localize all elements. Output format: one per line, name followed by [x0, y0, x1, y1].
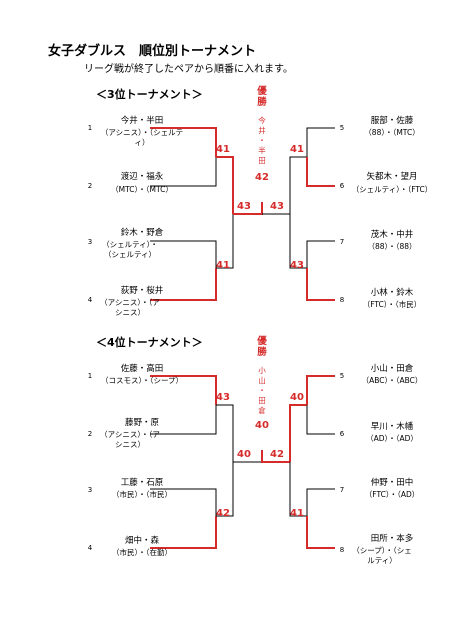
- line-t3-sfl-bot: [216, 214, 234, 269]
- t4-player-4-name: 畑中・森: [124, 536, 159, 546]
- t4-seed-3: 3: [87, 486, 93, 494]
- t3-player-2-team: （MTC）・（MTC）: [111, 185, 173, 194]
- line-t4-p1: [150, 375, 217, 405]
- line-t3-sfl-top: [216, 156, 234, 214]
- line-t4-p6: [306, 405, 335, 435]
- line-t4-final-r: [261, 450, 290, 463]
- t4-player-7-name: 仲野・田中: [370, 478, 414, 488]
- t3-player-5-name: 服部・佐藤: [370, 116, 414, 126]
- t4-score-r1b: 42: [216, 508, 230, 519]
- t3-score-sf-left: 43: [237, 201, 251, 212]
- t3-seed-2: 2: [87, 182, 93, 190]
- t3-player-7-name: 茂木・中井: [370, 230, 414, 240]
- t4-champion-label: 優 勝: [257, 336, 267, 358]
- t3-seed-3: 3: [87, 238, 93, 246]
- t4-score-r1c: 40: [290, 392, 304, 403]
- t3-player-5-team: （88）・（MTC）: [364, 128, 420, 137]
- t3-player-8-name: 小林・鈴木: [370, 288, 414, 298]
- t3-winner-name: 今 井 ・ 半 田: [258, 116, 266, 165]
- line-t4-p3: [150, 488, 217, 516]
- t3-seed-6: 6: [339, 182, 345, 190]
- t4-player-6-name: 早川・木幡: [370, 422, 414, 432]
- page-title: 女子ダブルス 順位別トーナメント: [48, 44, 257, 59]
- line-t3-sfr-top: [289, 156, 307, 214]
- t3-champion-label: 優 勝: [257, 86, 267, 108]
- t3-player-6-name: 矢都木・望月: [366, 172, 418, 182]
- line-t4-p4: [150, 516, 217, 549]
- line-t4-sfr-bot: [289, 462, 307, 517]
- t3-score-r1d: 43: [290, 260, 304, 271]
- t4-seed-1: 1: [87, 372, 93, 380]
- t4-player-1-team: （コスモス）・（シープ）: [100, 376, 184, 385]
- t4-player-8-team: （シープ）・（シェルティ）: [352, 546, 412, 565]
- line-t3-p6: [306, 157, 335, 187]
- t3-player-1-team: （アシニス）・（シェルティ）: [100, 128, 184, 147]
- line-t3-p8: [306, 268, 335, 301]
- t4-player-2-team: （アシニス）・（アシニス）: [100, 430, 160, 449]
- t4-score-sf-left: 40: [237, 449, 251, 460]
- t4-player-5-team: （ABC）・（ABC）: [361, 376, 423, 385]
- t4-player-1-name: 佐藤・高田: [120, 364, 164, 374]
- bracket-4: [150, 375, 335, 549]
- t4-player-7-team: （FTC）・（AD）: [364, 490, 420, 499]
- t3-player-3-name: 鈴木・野倉: [120, 228, 164, 238]
- t3-player-6-team: （シェルティ）・（FTC）: [351, 185, 433, 194]
- t4-player-3-name: 工藤・石原: [120, 478, 164, 488]
- line-t3-sfr-bot: [289, 214, 307, 269]
- t4-player-8-name: 田所・本多: [370, 534, 414, 544]
- t3-heading: ＜3位トーナメント＞: [96, 88, 203, 101]
- t3-seed-4: 4: [87, 296, 93, 304]
- t4-score-r1a: 43: [216, 392, 230, 403]
- t4-player-2-name: 藤野・原: [124, 418, 159, 428]
- t3-player-4-team: （アシニス）・（アシニス）: [100, 298, 160, 317]
- t4-player-6-team: （AD）・（AD）: [366, 434, 418, 443]
- line-t4-sfl-bot: [216, 462, 234, 517]
- line-t4-p5: [306, 375, 335, 405]
- line-t3-p3: [150, 240, 217, 268]
- line-t4-sfr-top: [289, 404, 307, 462]
- t4-player-3-team: （市民）・（市民）: [112, 490, 172, 499]
- t3-seed-1: 1: [87, 124, 93, 132]
- line-t4-p8: [306, 516, 335, 549]
- line-t3-p1: [150, 127, 217, 157]
- t4-player-4-team: （市民）・（在勤）: [112, 548, 172, 557]
- line-t4-p7: [306, 488, 335, 516]
- line-t3-p4: [150, 268, 217, 301]
- t3-player-4-name: 荻野・桜井: [120, 286, 164, 296]
- page-subtitle: リーグ戦が終了したペアから順番に入れます。: [84, 64, 293, 75]
- t4-heading: ＜4位トーナメント＞: [96, 336, 203, 349]
- t3-seed-8: 8: [339, 296, 345, 304]
- line-t3-p7: [306, 240, 335, 268]
- line-t3-p2: [150, 157, 217, 187]
- t4-player-5-name: 小山・田倉: [370, 364, 414, 374]
- t3-player-2-name: 渡辺・福永: [120, 172, 164, 182]
- t3-score-final: 42: [255, 172, 269, 183]
- t4-seed-4: 4: [87, 544, 93, 552]
- t4-score-r1d: 41: [290, 508, 304, 519]
- line-t3-p5: [306, 127, 335, 157]
- line-t4-p2: [150, 405, 217, 435]
- t3-player-8-team: （FTC）・（市民）: [362, 300, 422, 309]
- t4-seed-8: 8: [339, 546, 345, 554]
- t3-player-1-name: 今井・半田: [120, 116, 164, 126]
- t3-score-sf-right: 43: [270, 201, 284, 212]
- t3-seed-7: 7: [339, 238, 345, 246]
- t3-player-3-team: （シェルティ）・（シェルティ）: [102, 240, 158, 259]
- t3-score-r1b: 41: [216, 260, 230, 271]
- t4-seed-2: 2: [87, 430, 93, 438]
- t4-seed-6: 6: [339, 430, 345, 438]
- t4-score-sf-right: 42: [270, 449, 284, 460]
- t4-score-final: 40: [255, 420, 269, 431]
- t3-score-r1c: 41: [290, 144, 304, 155]
- t4-winner-name: 小 山 ・ 田 倉: [258, 366, 266, 415]
- t3-seed-5: 5: [339, 124, 345, 132]
- t4-seed-7: 7: [339, 486, 345, 494]
- line-t4-sfl-top: [216, 404, 234, 462]
- t3-score-r1a: 41: [216, 144, 230, 155]
- t4-seed-5: 5: [339, 372, 345, 380]
- bracket-3: [150, 127, 335, 301]
- t3-player-7-team: （88）・（88）: [367, 242, 417, 251]
